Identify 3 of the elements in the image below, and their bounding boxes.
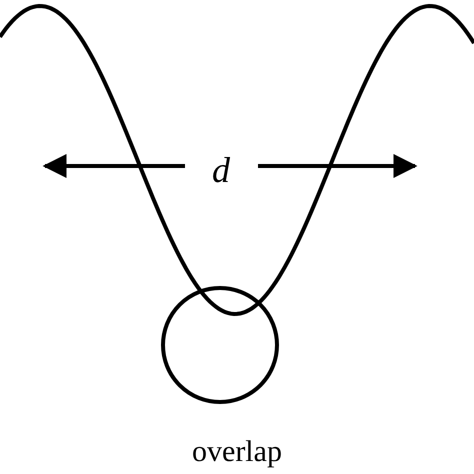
caption-label: overlap <box>192 437 282 467</box>
circle <box>161 286 279 404</box>
dimension-label: d <box>212 152 230 188</box>
